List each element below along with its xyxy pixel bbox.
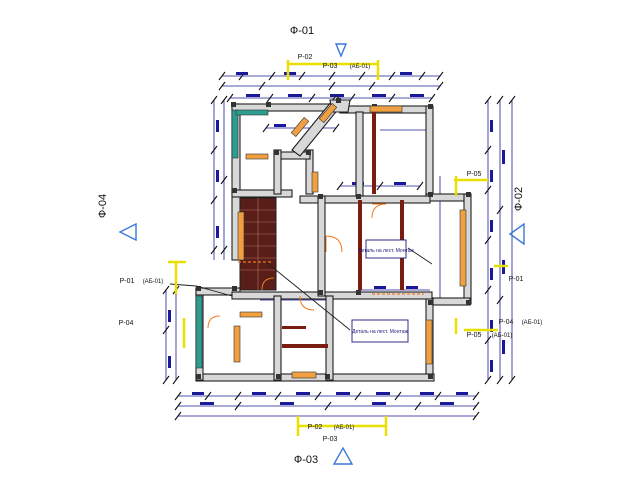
walls [195, 95, 472, 382]
facade-label-top: Ф-01 [290, 25, 314, 37]
section-label-p01-left: Р-01 [120, 278, 135, 285]
stair-note-text: Деталь на лест. Монтаж [358, 248, 414, 254]
facade-marker-left [118, 222, 137, 242]
staircase [237, 197, 277, 291]
facade-marker-right [508, 222, 525, 246]
section-label-p04-right-ref: (АБ-01) [522, 320, 543, 326]
section-label-p02-top: Р-02 [298, 54, 313, 61]
section-label-p02-bottom: Р-02 [308, 424, 323, 431]
facade-label-bottom: Ф-03 [294, 454, 318, 466]
section-label-p05-bottom: Р-05 [467, 332, 482, 339]
facade-label-right: Ф-02 [513, 187, 525, 211]
section-label-p03-bottom: Р-03 [323, 436, 338, 443]
windows [195, 102, 467, 379]
section-label-p04-left: Р-04 [119, 320, 134, 327]
leader-lines [169, 247, 433, 331]
facade-marker-top [334, 43, 348, 58]
doors [207, 203, 387, 329]
callout-boxes [351, 239, 409, 343]
door-openings [238, 261, 424, 295]
section-label-p01-right: Р-01 [509, 276, 524, 283]
lower-note-box [351, 319, 409, 343]
facade-label-left: Ф-04 [97, 194, 109, 218]
facade-markers [118, 43, 525, 465]
section-label-p03-top-ref: (АБ-01) [350, 64, 371, 70]
section-label-p04-right: Р-04 [499, 319, 514, 326]
dimension-ticks [162, 71, 516, 421]
section-markers [168, 60, 508, 436]
section-label-p02-bottom-ref: (АБ-01) [334, 425, 355, 431]
facade-marker-bottom [332, 446, 354, 465]
wall-junctions [196, 98, 471, 379]
section-label-p01-left-ref: (АБ-01) [143, 279, 164, 285]
section-label-p05: Р-05 [467, 171, 482, 178]
lower-note-text: Деталь на лест. Монтаж [352, 329, 408, 335]
section-label-p03-top: Р-03 [323, 63, 338, 70]
stair-note-box [365, 239, 407, 259]
section-label-p05-bottom-ref: (АБ-01) [492, 333, 513, 339]
